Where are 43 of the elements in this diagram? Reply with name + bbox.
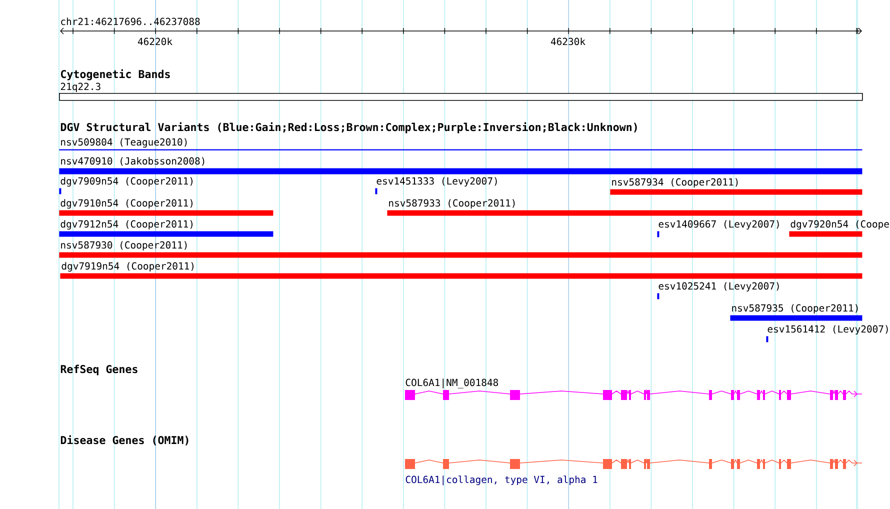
- variant-bar: nsv587930 (Cooper2011): [59, 241, 862, 258]
- node-label: dgv7909n54 (Cooper2011): [60, 177, 192, 187]
- node-label: nsv587934 (Cooper2011): [612, 178, 738, 188]
- node-label: esv1451333 (Levy2007): [376, 177, 497, 187]
- track-title: Cytogenetic Bands: [61, 69, 170, 80]
- node-label: nsv470910 (Jakobsson2008): [61, 157, 204, 166]
- variant-bar: dgv7910n54 (Cooper2011): [59, 199, 274, 216]
- gene-model: COL6A1|collagen, type VI, alpha 1: [405, 458, 862, 486]
- variant-bar: esv1409667 (Levy2007): [657, 220, 779, 238]
- node-label: esv1025241 (Levy2007): [658, 282, 779, 292]
- variant-bar: dgv7920n54 (Coope: [789, 220, 889, 237]
- variant-bar: esv1025241 (Levy2007): [657, 282, 779, 300]
- node-label: dgv7920n54 (Coope: [790, 220, 889, 230]
- variant-bar: nsv587933 (Cooper2011): [387, 199, 862, 216]
- cytoband: 21q22.3: [59, 82, 863, 101]
- node-label: dgv7910n54 (Cooper2011): [60, 199, 192, 209]
- node-label: dgv7912n54 (Cooper2011): [60, 220, 192, 230]
- node-label: nsv587933 (Cooper2011): [389, 199, 515, 209]
- node-label: COL6A1|NM_001848: [406, 378, 498, 388]
- tick-label: 46220k: [138, 38, 172, 46]
- variant-bar: nsv587935 (Cooper2011): [730, 304, 862, 321]
- variant-bar: dgv7912n54 (Cooper2011): [59, 220, 274, 237]
- node-label: esv1561412 (Levy2007): [768, 325, 888, 335]
- gene-model: COL6A1|NM_001848: [405, 378, 862, 400]
- node-label: esv1409667 (Levy2007): [658, 220, 779, 230]
- position-label: chr21:46217696..46237088: [61, 18, 200, 26]
- node-label: 21q22.3: [60, 82, 100, 92]
- tick-label: 46230k: [550, 38, 586, 46]
- variant-bar: dgv7919n54 (Cooper2011): [60, 262, 862, 279]
- variant-bar: nsv509804 (Teague2010): [59, 138, 862, 150]
- variant-bar: esv1561412 (Levy2007): [766, 325, 888, 342]
- track-title: Disease Genes (OMIM): [60, 435, 188, 446]
- variant-bar: nsv587934 (Cooper2011): [610, 178, 862, 195]
- node-label: nsv509804 (Teague2010): [61, 138, 187, 148]
- track-title: DGV Structural Variants (Blue:Gain;Red:Loss;Brown:Complex;Purple:Inversion;Black:Unknown): [60, 122, 637, 134]
- track-title: RefSeq Genes: [60, 364, 138, 376]
- node-label: nsv587935 (Cooper2011): [732, 304, 858, 314]
- variant-bar: esv1451333 (Levy2007): [375, 177, 497, 194]
- variant-bar: nsv470910 (Jakobsson2008): [59, 157, 862, 174]
- variant-bar: dgv7909n54 (Cooper2011): [59, 177, 192, 194]
- node-label: dgv7919n54 (Cooper2011): [62, 262, 194, 272]
- node-label: nsv587930 (Cooper2011): [61, 241, 187, 251]
- node-label: COL6A1|collagen, type VI, alpha 1: [406, 476, 598, 486]
